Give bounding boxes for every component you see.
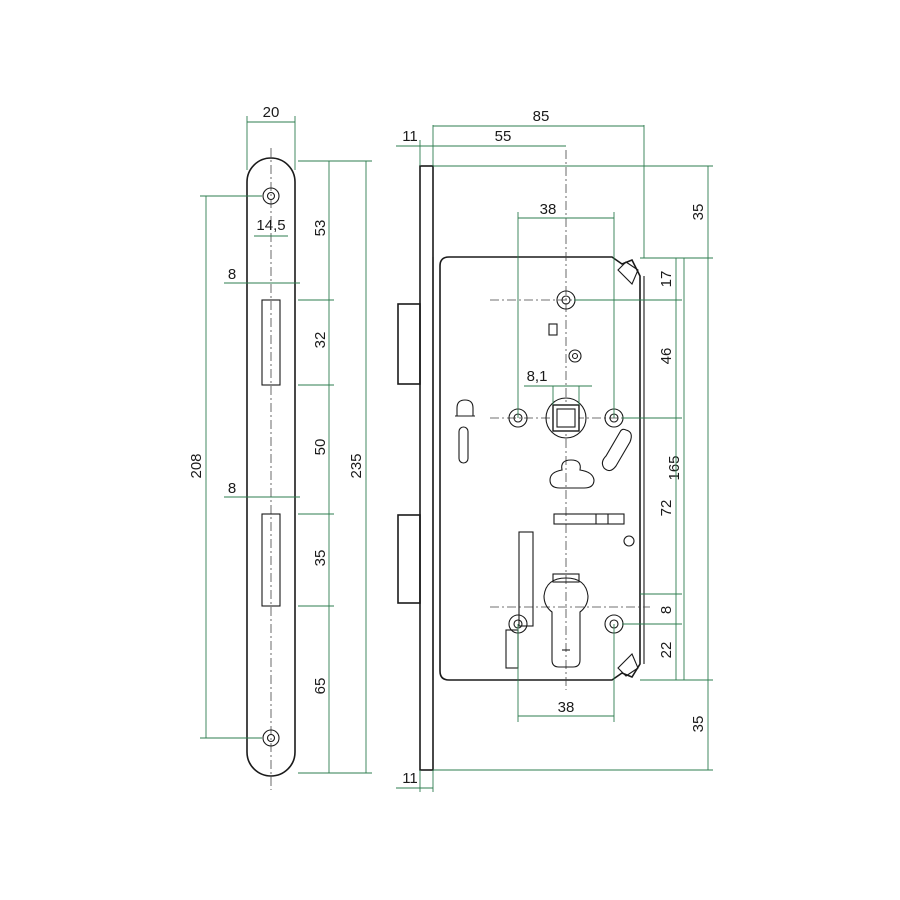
euro-cylinder-cutout [543,577,589,668]
strike-seg-latch-label: 32 [312,332,329,349]
cylinder-cam-housing [552,573,580,583]
strike-seg-bolt-label: 35 [312,550,329,567]
left-slot [458,426,469,464]
lock-body-dimensions: 11 85 55 38 8,1 38 11 35 35 165 [396,108,713,792]
screw-spacing-top-label: 38 [540,201,557,218]
strike-top-screw-hole [262,187,280,205]
seg-17-label: 17 [658,271,675,288]
horizontal-slide [553,513,625,525]
bottom-corner-tab [617,653,639,677]
forend-plate [419,165,434,771]
dead-bolt [397,514,421,604]
spindle-follower [545,397,587,439]
strike-hole-spacing-label: 14,5 [256,217,285,234]
angled-slot [601,428,632,472]
strike-plate [246,148,296,790]
strike-bottom-screw-hole-inner [266,733,276,743]
strike-slot-depth-top-label: 8 [228,266,236,283]
forend-thickness-top-label: 11 [402,128,418,145]
vertical-lever-bar [518,531,534,627]
strike-seg-bottom-label: 65 [312,678,329,695]
strike-bolt-slot [261,513,281,607]
strike-total-length-label: 235 [348,453,365,478]
forend-thickness-bottom-label: 11 [402,770,418,787]
lock-case [439,256,641,681]
strike-top-screw-hole-inner [266,191,276,201]
seg-72-label: 72 [658,500,675,517]
body-depth-label: 85 [533,108,550,125]
bottom-offset-label: 35 [690,716,707,733]
top-offset-label: 35 [690,204,707,221]
slide-stop-hole [623,535,635,547]
seg-46-label: 46 [658,348,675,365]
backset-label: 55 [495,128,512,145]
strike-seg-top-label: 53 [312,220,329,237]
strike-latch-slot [261,299,281,386]
keyhole-lever [549,459,595,489]
lock-body [397,150,650,771]
lever-foot [505,629,519,669]
seg-22-label: 22 [658,642,675,659]
screw-spacing-bottom-label: 38 [558,699,575,716]
top-corner-tab [617,261,639,285]
case-height-label: 165 [666,455,683,480]
top-rivet-inner [561,295,571,305]
latch-bolt [397,303,421,385]
small-square-cutout [548,323,558,336]
reversing-catch [456,399,474,417]
strike-dimensions: 20 14,5 8 8 208 235 53 32 50 35 65 [188,104,372,774]
strike-bottom-screw-hole [262,729,280,747]
strike-seg-between-label: 50 [312,439,329,456]
strike-slot-depth-bottom-label: 8 [228,480,236,497]
strike-fixing-centers-label: 208 [188,453,205,478]
small-round-cutout [568,349,582,363]
spindle-size-label: 8,1 [527,368,548,385]
strike-width-label: 20 [263,104,280,121]
strike-plate-outline [246,157,296,777]
seg-8-label: 8 [658,606,675,614]
